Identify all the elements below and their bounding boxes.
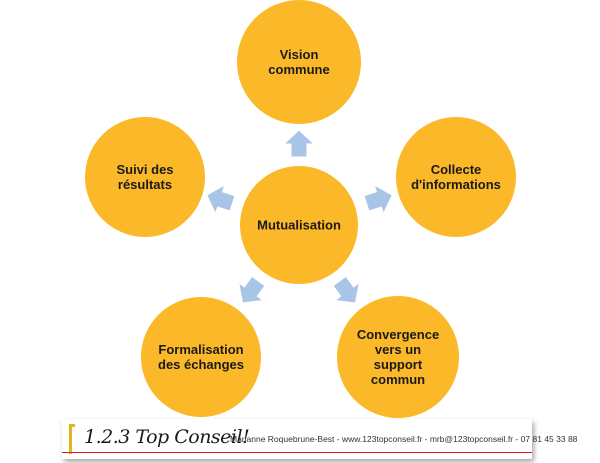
node-vision-commune-circle <box>237 0 361 124</box>
node-convergence-support-circle <box>337 296 459 418</box>
flow-arrow-1 <box>282 129 316 158</box>
company-logo: 1.2.3 Top Conseil! <box>84 426 250 448</box>
node-suivi-resultats-circle <box>85 117 205 237</box>
node-formalisation-echanges-circle <box>141 297 261 417</box>
node-formalisation-echanges-label-line-2: des échanges <box>158 357 244 372</box>
node-collecte-informations-label-line-2: d'informations <box>411 177 501 192</box>
node-mutualisation-center: Mutualisation <box>240 166 358 284</box>
logo-bracket <box>69 424 75 454</box>
flow-arrow-3 <box>332 275 361 304</box>
node-convergence-support-label-line-2: vers un <box>375 342 421 357</box>
node-vision-commune-label-line-1: Vision <box>280 47 319 62</box>
circles-layer: VisioncommuneCollected'informationsConve… <box>85 0 516 418</box>
node-formalisation-echanges-label-line-1: Formalisation <box>158 342 243 357</box>
node-suivi-resultats-label-line-1: Suivi des <box>116 162 173 177</box>
flow-arrow-2 <box>363 184 393 216</box>
node-collecte-informations-circle <box>396 117 516 237</box>
node-suivi-resultats-label-line-2: résultats <box>118 177 172 192</box>
footer-banner: 1.2.3 Top Conseil! Marianne Roquebrune-B… <box>62 419 577 459</box>
contact-info: Marianne Roquebrune-Best - www.123topcon… <box>230 434 578 444</box>
node-convergence-support-label-line-4: commun <box>371 372 425 387</box>
footer-underline <box>62 452 532 453</box>
node-convergence-support-label-line-1: Convergence <box>357 327 439 342</box>
arrows-layer <box>206 129 393 304</box>
flow-arrow-5 <box>206 184 236 216</box>
node-collecte-informations-label-line-1: Collecte <box>431 162 482 177</box>
flow-arrow-4 <box>237 275 266 304</box>
node-vision-commune-label-line-2: commune <box>268 62 329 77</box>
center-circle <box>240 166 358 284</box>
center-label-line-1: Mutualisation <box>257 218 341 233</box>
node-convergence-support-label-line-3: support <box>374 357 423 372</box>
